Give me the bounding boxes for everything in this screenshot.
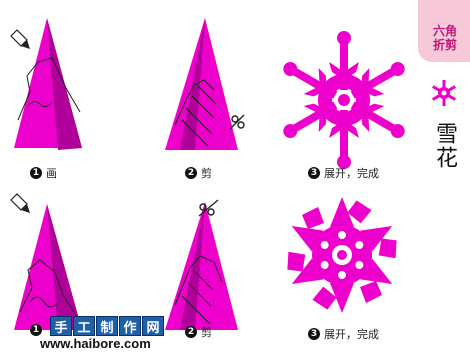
row2-step2-label: 2 剪: [185, 324, 212, 340]
row1-cut-triangle: [165, 18, 238, 150]
step-number: 3: [308, 167, 320, 179]
row1-snowflake: [283, 31, 405, 169]
step-text: 展开，完成: [324, 167, 379, 180]
row2-step1-label: 1: [30, 324, 42, 336]
step-number: 3: [308, 328, 320, 340]
step-text: 剪: [201, 326, 212, 339]
row1-pencil-icon: [10, 29, 30, 49]
step-text: 剪: [201, 167, 212, 180]
row1-scissors-icon: [229, 114, 245, 130]
small-snowflake-icon: [431, 80, 457, 106]
step-text: 展开，完成: [324, 328, 379, 341]
row1-folded-triangle: [14, 18, 82, 150]
row1-step3-label: 3 展开，完成: [308, 165, 379, 181]
row2-scissors-icon: [198, 199, 219, 217]
row2-folded-triangle: [14, 204, 82, 330]
watermark-char: 作: [119, 316, 141, 336]
tag-text: 六角 折剪: [426, 24, 464, 52]
watermark-char: 制: [96, 316, 118, 336]
watermark-char: 工: [73, 316, 95, 336]
row1-step1-label: 1 画: [30, 165, 57, 181]
page-title: 雪花: [432, 122, 457, 170]
step-number: 1: [30, 324, 42, 336]
watermark-char: 网: [142, 316, 164, 336]
watermark-title: 手 工 制 作 网: [50, 316, 164, 336]
tag-line-1: 六角: [432, 24, 457, 38]
side-panel: 六角 折剪 雪花: [418, 0, 470, 185]
step-number: 2: [185, 326, 197, 338]
step-number: 2: [185, 167, 197, 179]
row2-step3-label: 3 展开，完成: [308, 326, 379, 342]
watermark-char: 手: [50, 316, 72, 336]
row2-pencil-icon: [10, 193, 30, 213]
watermark-url: www.haibore.com: [40, 336, 151, 351]
watermark: 手 工 制 作 网 www.haibore.com: [40, 316, 180, 353]
category-tag: 六角 折剪: [418, 0, 470, 62]
row2-snowflake: [287, 197, 397, 313]
tag-line-2: 折剪: [432, 38, 457, 52]
row2-cut-triangle: [165, 202, 238, 330]
row1-step2-label: 2 剪: [185, 165, 212, 181]
step-number: 1: [30, 167, 42, 179]
step-text: 画: [46, 167, 57, 180]
